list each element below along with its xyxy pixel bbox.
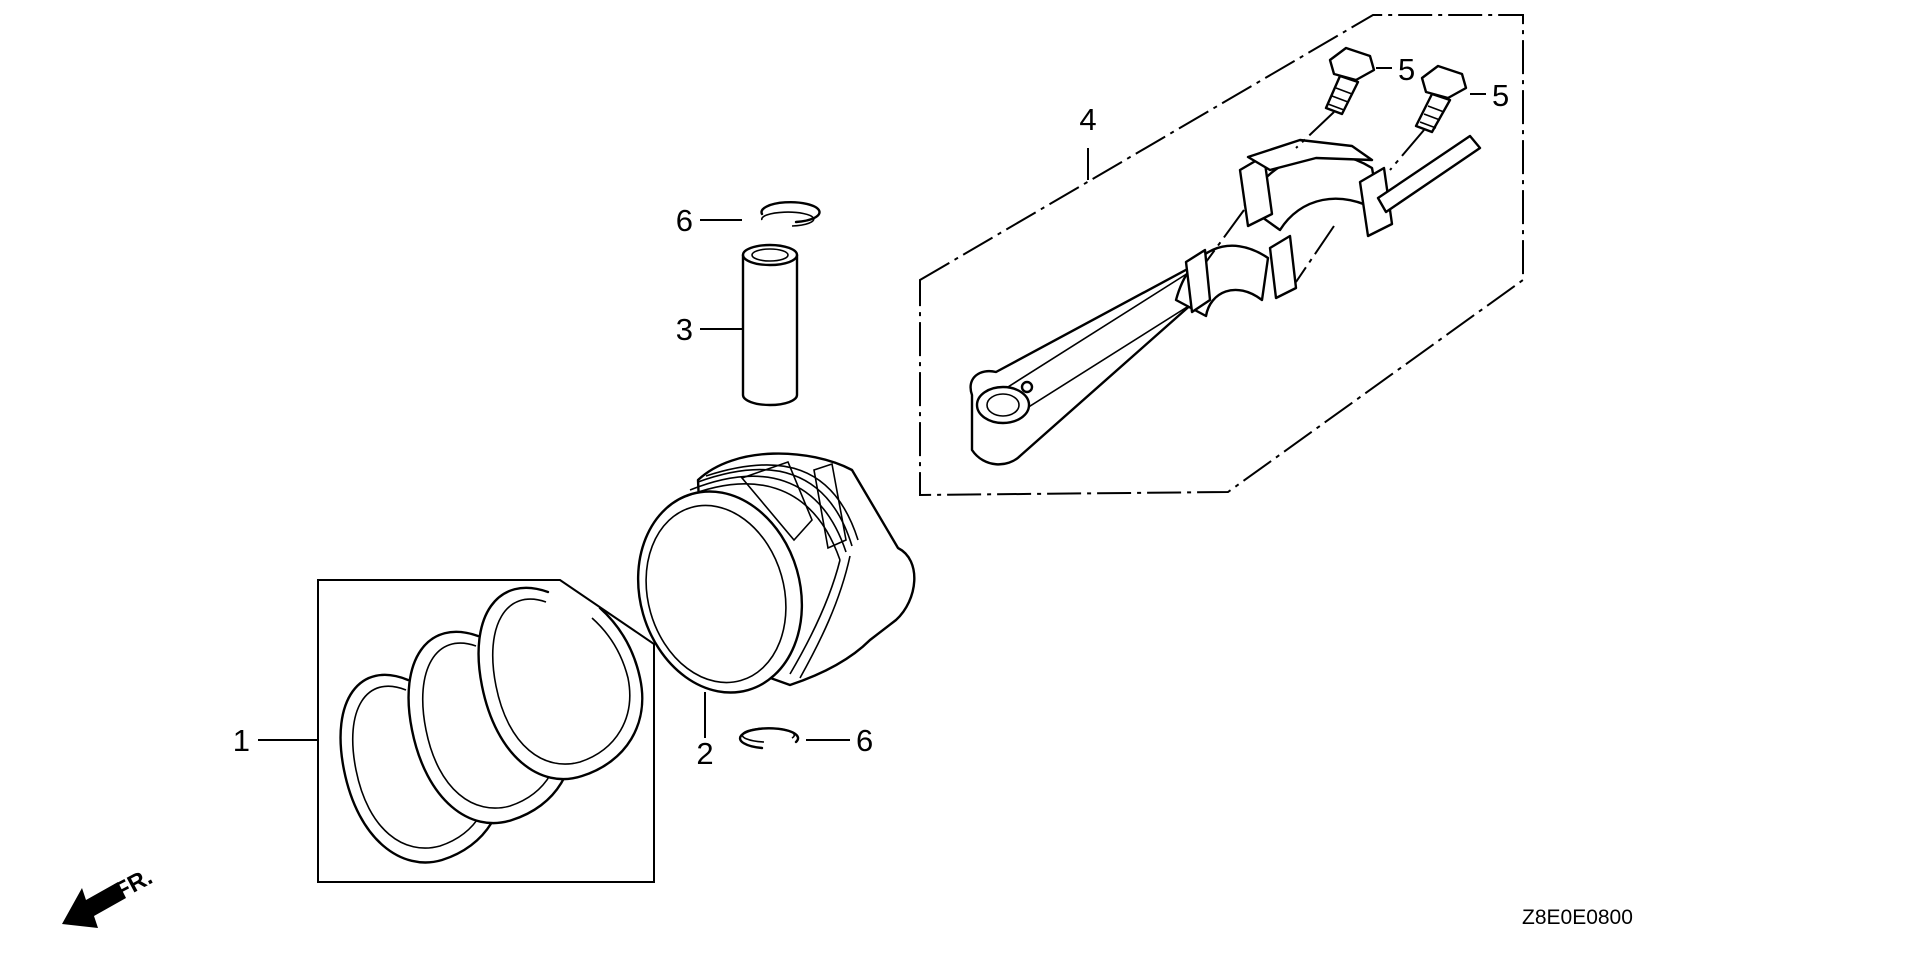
connecting-rod-assembly [919,14,1524,497]
callout-1: 1 [233,723,250,758]
pin-clip-top [700,201,821,227]
callout-3: 3 [676,312,693,347]
diagram-code: Z8E0E0800 [1522,906,1633,929]
piston [636,452,916,738]
callout-6-bottom: 6 [856,723,873,758]
rod-bolt-left [1324,46,1376,116]
callout-5-right: 5 [1492,78,1509,113]
arrow-front-icon [62,882,126,928]
callout-6-top: 6 [676,203,693,238]
front-direction-indicator: FR. [62,863,157,928]
callout-5-left: 5 [1398,52,1415,87]
rod-bolt-right [1414,64,1468,134]
callout-2: 2 [696,736,713,771]
callout-4: 4 [1079,102,1096,137]
piston-ring-set [258,579,655,883]
pin-clip-bottom [738,727,850,750]
piston-pin [700,243,799,407]
